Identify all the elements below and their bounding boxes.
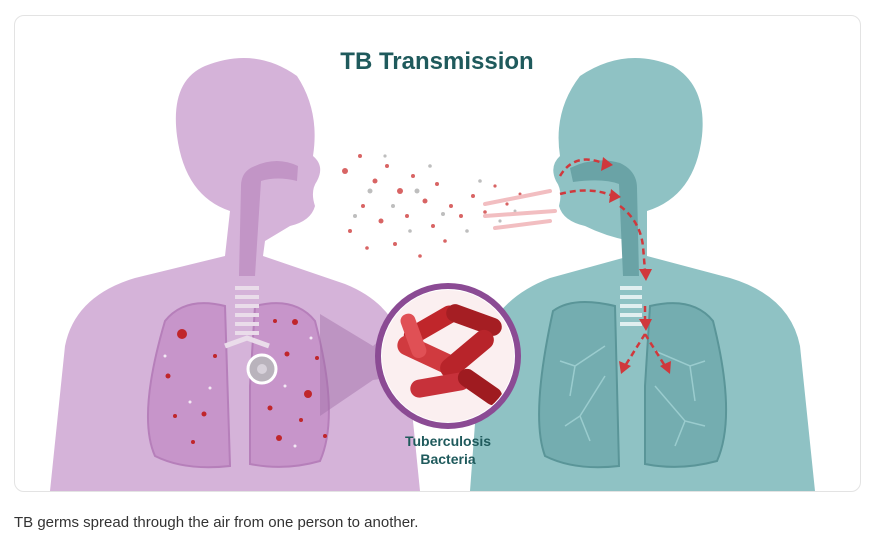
figure-caption: TB germs spread through the air from one… bbox=[14, 514, 419, 531]
airborne-droplets bbox=[342, 154, 557, 258]
bacteria-label-line2: Bacteria bbox=[420, 451, 475, 467]
arrowheads bbox=[601, 157, 671, 374]
figure-frame: TB Transmission Tuberculosis Bacteria bbox=[14, 15, 861, 492]
diagram-title: TB Transmission bbox=[340, 48, 533, 75]
infected-person-silhouette bbox=[50, 58, 420, 491]
tb-transmission-diagram: TB Transmission Tuberculosis Bacteria bbox=[50, 48, 815, 491]
airflow-arrows bbox=[558, 158, 667, 367]
bacteria-magnifier bbox=[373, 283, 521, 429]
bacteria-label-line1: Tuberculosis bbox=[405, 433, 491, 449]
